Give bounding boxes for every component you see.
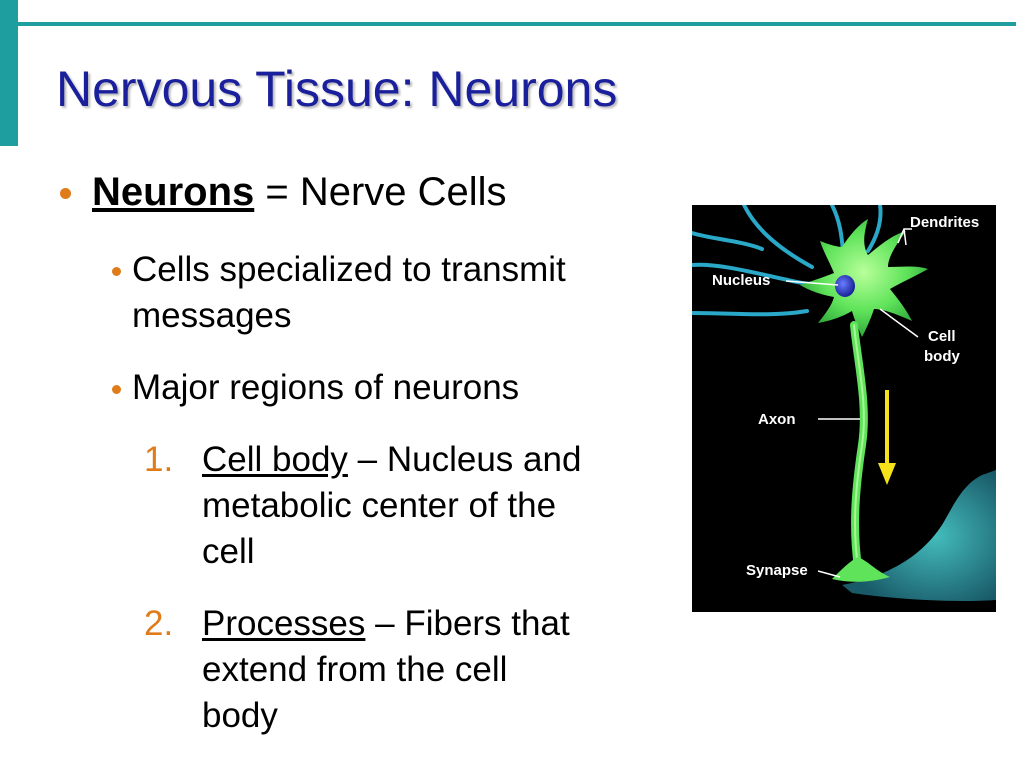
definition-text: = Nerve Cells — [254, 170, 507, 214]
label-nucleus: Nucleus — [712, 272, 770, 289]
list-text-line3: cell — [202, 532, 255, 571]
term-processes: Processes — [202, 604, 366, 643]
list-number: 1. — [144, 440, 174, 479]
list-item-processes: 2. Processes – Fibers that — [144, 604, 570, 644]
label-dendrites: Dendrites — [910, 214, 979, 231]
list-text-line3: body — [202, 696, 278, 735]
list-item-cell-body-line3: cell — [202, 532, 255, 572]
list-text-line2: metabolic center of the — [202, 486, 557, 525]
label-synapse: Synapse — [746, 562, 808, 579]
accent-rule-top — [18, 22, 1016, 26]
postsynaptic-cell — [842, 470, 996, 602]
list-text-line1: – Nucleus and — [347, 440, 582, 479]
label-cell-body-line2: body — [924, 348, 960, 365]
list-text-line1: – Fibers that — [365, 604, 570, 643]
slide-title: Nervous Tissue: Neurons — [56, 61, 618, 117]
nucleus-shape — [835, 275, 855, 297]
sub-bullet-dot — [112, 385, 121, 394]
sub-bullet-specialized: Cells specialized to transmit — [112, 250, 566, 290]
label-pointers — [785, 228, 919, 578]
list-text-line2: extend from the cell — [202, 650, 508, 689]
signal-direction-arrow-icon — [878, 390, 896, 485]
label-axon: Axon — [758, 411, 796, 428]
neuron-illustration: Dendrites Nucleus Cell body Axon Synapse — [692, 205, 996, 602]
sub-bullet-text-line1: Cells specialized to transmit — [132, 250, 566, 289]
list-item-cell-body-line2: metabolic center of the — [202, 486, 556, 526]
label-cell-body-line1: Cell — [928, 328, 956, 345]
term-neurons: Neurons — [92, 170, 255, 214]
sub-bullet-specialized-line2: messages — [132, 296, 292, 336]
accent-bar-left — [0, 0, 18, 146]
sub-bullet-dot — [112, 267, 121, 276]
bullet-dot — [60, 188, 71, 199]
list-number: 2. — [144, 604, 174, 643]
sub-bullet-text-line2: messages — [132, 296, 292, 335]
neuron-cell-body — [800, 219, 928, 337]
list-item-cell-body: 1. Cell body – Nucleus and — [144, 440, 582, 480]
sub-bullet-text: Major regions of neurons — [132, 368, 520, 407]
axon-terminal — [832, 557, 890, 582]
bullet-neurons: Neurons = Nerve Cells — [60, 170, 507, 215]
term-cell-body: Cell body — [202, 440, 348, 479]
list-item-processes-line2: extend from the cell — [202, 650, 507, 690]
neuron-figure: Dendrites Nucleus Cell body Axon Synapse — [692, 205, 996, 612]
sub-bullet-regions: Major regions of neurons — [112, 368, 520, 408]
list-item-processes-line3: body — [202, 696, 278, 736]
